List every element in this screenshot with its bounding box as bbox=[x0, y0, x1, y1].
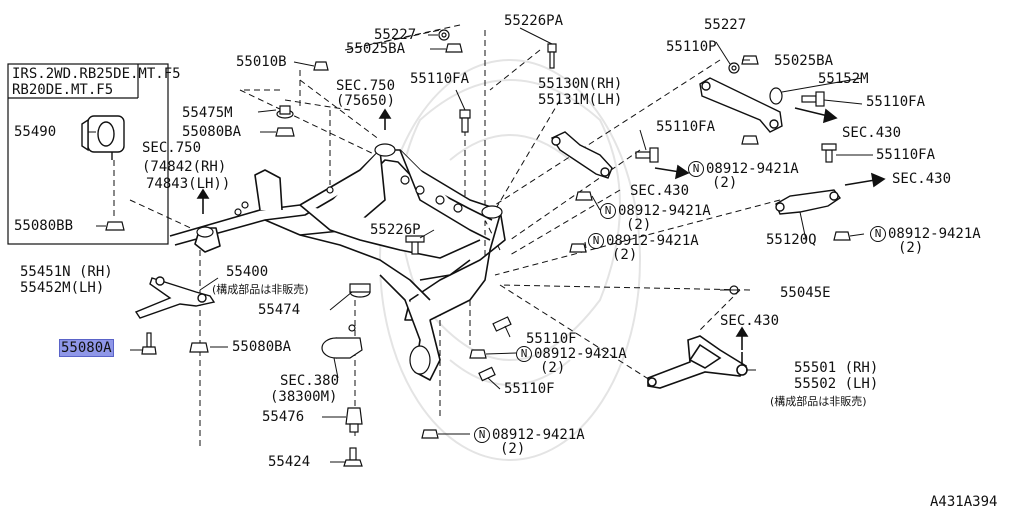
label-08912-d: 08912-9421A bbox=[606, 233, 699, 249]
label-55080A[interactable]: 55080A bbox=[59, 339, 114, 357]
label-55424: 55424 bbox=[268, 454, 311, 470]
label-55400-note: (構成部品は非販売) bbox=[212, 283, 309, 296]
label-08912-c: 08912-9421A bbox=[888, 226, 981, 242]
label-55227-a: 55227 bbox=[374, 27, 417, 43]
arm-55120Q bbox=[775, 189, 842, 215]
label-55226P: 55226P bbox=[370, 222, 421, 238]
n-symbol-d: N bbox=[588, 233, 604, 249]
label-55152M: 55152M bbox=[818, 71, 869, 87]
label-08912-e: 08912-9421A bbox=[534, 346, 627, 362]
label-55110FA-b: 55110FA bbox=[866, 94, 926, 110]
label-sec380-sub: (38300M) bbox=[270, 389, 338, 405]
label-sec430-d: SEC.430 bbox=[720, 313, 780, 329]
label-55110F-b: 55110F bbox=[504, 381, 555, 397]
label-55080BA-b: 55080BA bbox=[232, 339, 292, 355]
n-symbol-a: N bbox=[688, 161, 704, 177]
label-sec430-c: SEC.430 bbox=[892, 171, 952, 187]
figure-id: A431A394 bbox=[930, 494, 998, 510]
label-08912-a: 08912-9421A bbox=[706, 161, 799, 177]
label-55474: 55474 bbox=[258, 302, 301, 318]
label-55501: 55501 (RH) bbox=[794, 360, 879, 376]
label-5550x-note: (構成部品は非販売) bbox=[770, 395, 867, 408]
label-sec750-b: SEC.750 bbox=[142, 140, 202, 156]
section-arrows bbox=[196, 107, 886, 350]
label-sec750-a-sub: (75650) bbox=[336, 93, 396, 109]
label-08912-b-qty: (2) bbox=[626, 217, 652, 233]
bolt-55080A bbox=[141, 332, 157, 355]
label-55080BA-a: 55080BA bbox=[182, 124, 242, 140]
nut-55080BA-lower bbox=[189, 342, 209, 353]
label-55010B: 55010B bbox=[236, 54, 287, 70]
arm-55130N bbox=[550, 131, 613, 179]
label-08912-e-qty: (2) bbox=[540, 360, 566, 376]
label-08912-f-qty: (2) bbox=[500, 441, 526, 457]
n-symbol-e: N bbox=[516, 346, 532, 362]
label-55080BB: 55080BB bbox=[14, 218, 74, 234]
label-55400: 55400 bbox=[226, 264, 269, 280]
label-sec430-a: SEC.430 bbox=[842, 125, 902, 141]
label-08912-f: 08912-9421A bbox=[492, 427, 585, 443]
label-55025BA-b: 55025BA bbox=[774, 53, 834, 69]
label-55110F-a: 55110F bbox=[526, 331, 577, 347]
label-08912-d-qty: (2) bbox=[612, 247, 638, 263]
label-55476: 55476 bbox=[262, 409, 305, 425]
inset-box bbox=[7, 63, 169, 245]
label-55227-b: 55227 bbox=[704, 17, 747, 33]
label-08912-c-qty: (2) bbox=[898, 240, 924, 256]
label-08912-b: 08912-9421A bbox=[618, 203, 711, 219]
label-55045E: 55045E bbox=[780, 285, 831, 301]
label-sec380: SEC.380 bbox=[280, 373, 340, 389]
label-55475M: 55475M bbox=[182, 105, 233, 121]
label-sec750-b-rh: (74842(RH) bbox=[142, 159, 227, 175]
label-55025BA-a: 55025BA bbox=[346, 41, 406, 57]
label-55110FA-a: 55110FA bbox=[410, 71, 470, 87]
label-55452M: 55452M(LH) bbox=[20, 280, 105, 296]
bushing-55490 bbox=[81, 115, 125, 160]
n-symbol-b: N bbox=[600, 203, 616, 219]
inset-title-line1: IRS.2WD.RB25DE.MT.F5 bbox=[12, 66, 181, 82]
label-55451N: 55451N (RH) bbox=[20, 264, 113, 280]
label-55502: 55502 (LH) bbox=[794, 376, 879, 392]
inset-title-line2: RB20DE.MT.F5 bbox=[12, 82, 114, 98]
n-symbol-f: N bbox=[474, 427, 490, 443]
label-sec750-b-lh: 74843(LH)) bbox=[146, 176, 231, 192]
n-symbol-c: N bbox=[870, 226, 886, 242]
label-55110P: 55110P bbox=[666, 39, 717, 55]
label-55120Q: 55120Q bbox=[766, 232, 817, 248]
lower-arm-55501 bbox=[647, 335, 748, 389]
label-55110FA-c: 55110FA bbox=[656, 119, 716, 135]
label-08912-a-qty: (2) bbox=[712, 175, 738, 191]
label-leaders bbox=[88, 27, 873, 463]
upper-arm-55110P bbox=[699, 77, 783, 133]
label-sec750-a: SEC.750 bbox=[336, 78, 396, 94]
watermark-emblem bbox=[379, 59, 641, 461]
label-55110FA-d: 55110FA bbox=[876, 147, 936, 163]
nut-55080BB bbox=[105, 221, 125, 231]
link-55451N bbox=[134, 276, 216, 319]
label-55226PA: 55226PA bbox=[504, 13, 564, 29]
label-55490: 55490 bbox=[14, 124, 57, 140]
subframe-mount-points bbox=[196, 143, 503, 375]
label-sec430-b: SEC.430 bbox=[630, 183, 690, 199]
label-55131M: 55131M(LH) bbox=[538, 92, 623, 108]
label-55130N: 55130N(RH) bbox=[538, 76, 623, 92]
